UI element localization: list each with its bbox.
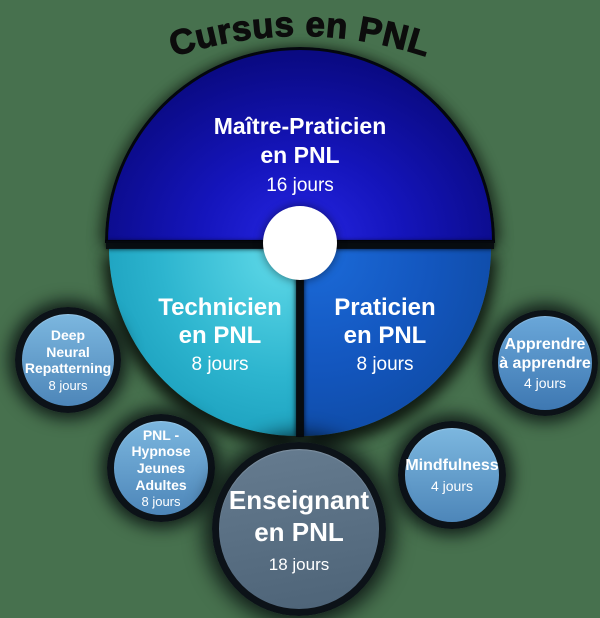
- satellite-duration: 8 jours: [48, 378, 88, 394]
- label-technicien: Technicien en PNL 8 jours: [130, 294, 310, 376]
- label-praticien: Praticien en PNL 8 jours: [295, 294, 475, 376]
- segment-title: Technicien en PNL: [158, 294, 282, 350]
- satellite-pnl-hypnose-jeunes-adultes: PNL - Hypnose Jeunes Adultes 8 jours: [107, 414, 215, 522]
- satellite-enseignant-en-pnl: Enseignant en PNL 18 jours: [212, 442, 386, 616]
- satellite-label: Deep Neural Repatterning: [24, 326, 112, 377]
- satellite-label: Mindfulness: [405, 456, 499, 474]
- page-title-text: Cursus en PNL: [164, 4, 435, 65]
- segment-divider-vertical: [296, 247, 304, 437]
- segment-duration: 8 jours: [191, 353, 249, 375]
- satellite-duration: 4 jours: [430, 478, 474, 495]
- satellite-duration: 18 jours: [268, 554, 330, 574]
- segment-duration: 16 jours: [266, 174, 334, 196]
- satellite-duration: 8 jours: [141, 494, 181, 510]
- arched-title: Cursus en PNL: [164, 4, 436, 65]
- satellite-label: PNL - Hypnose Jeunes Adultes: [131, 426, 191, 493]
- segment-duration: 8 jours: [356, 353, 414, 375]
- label-maitre-praticien: Maître-Praticien en PNL 16 jours: [180, 112, 420, 197]
- satellite-apprendre-a-apprendre: Apprendre à apprendre 4 jours: [492, 310, 598, 416]
- page-title: Cursus en PNL: [165, 5, 436, 64]
- satellite-duration: 4 jours: [523, 375, 567, 392]
- segment-title: Maître-Praticien en PNL: [213, 113, 387, 168]
- center-hub: [263, 206, 337, 280]
- satellite-label: Apprendre à apprendre: [499, 335, 591, 372]
- satellite-label: Enseignant en PNL: [228, 484, 370, 548]
- segment-title: Praticien en PNL: [334, 294, 436, 350]
- satellite-mindfulness: Mindfulness 4 jours: [398, 421, 506, 529]
- satellite-deep-neural-repatterning: Deep Neural Repatterning 8 jours: [15, 307, 121, 413]
